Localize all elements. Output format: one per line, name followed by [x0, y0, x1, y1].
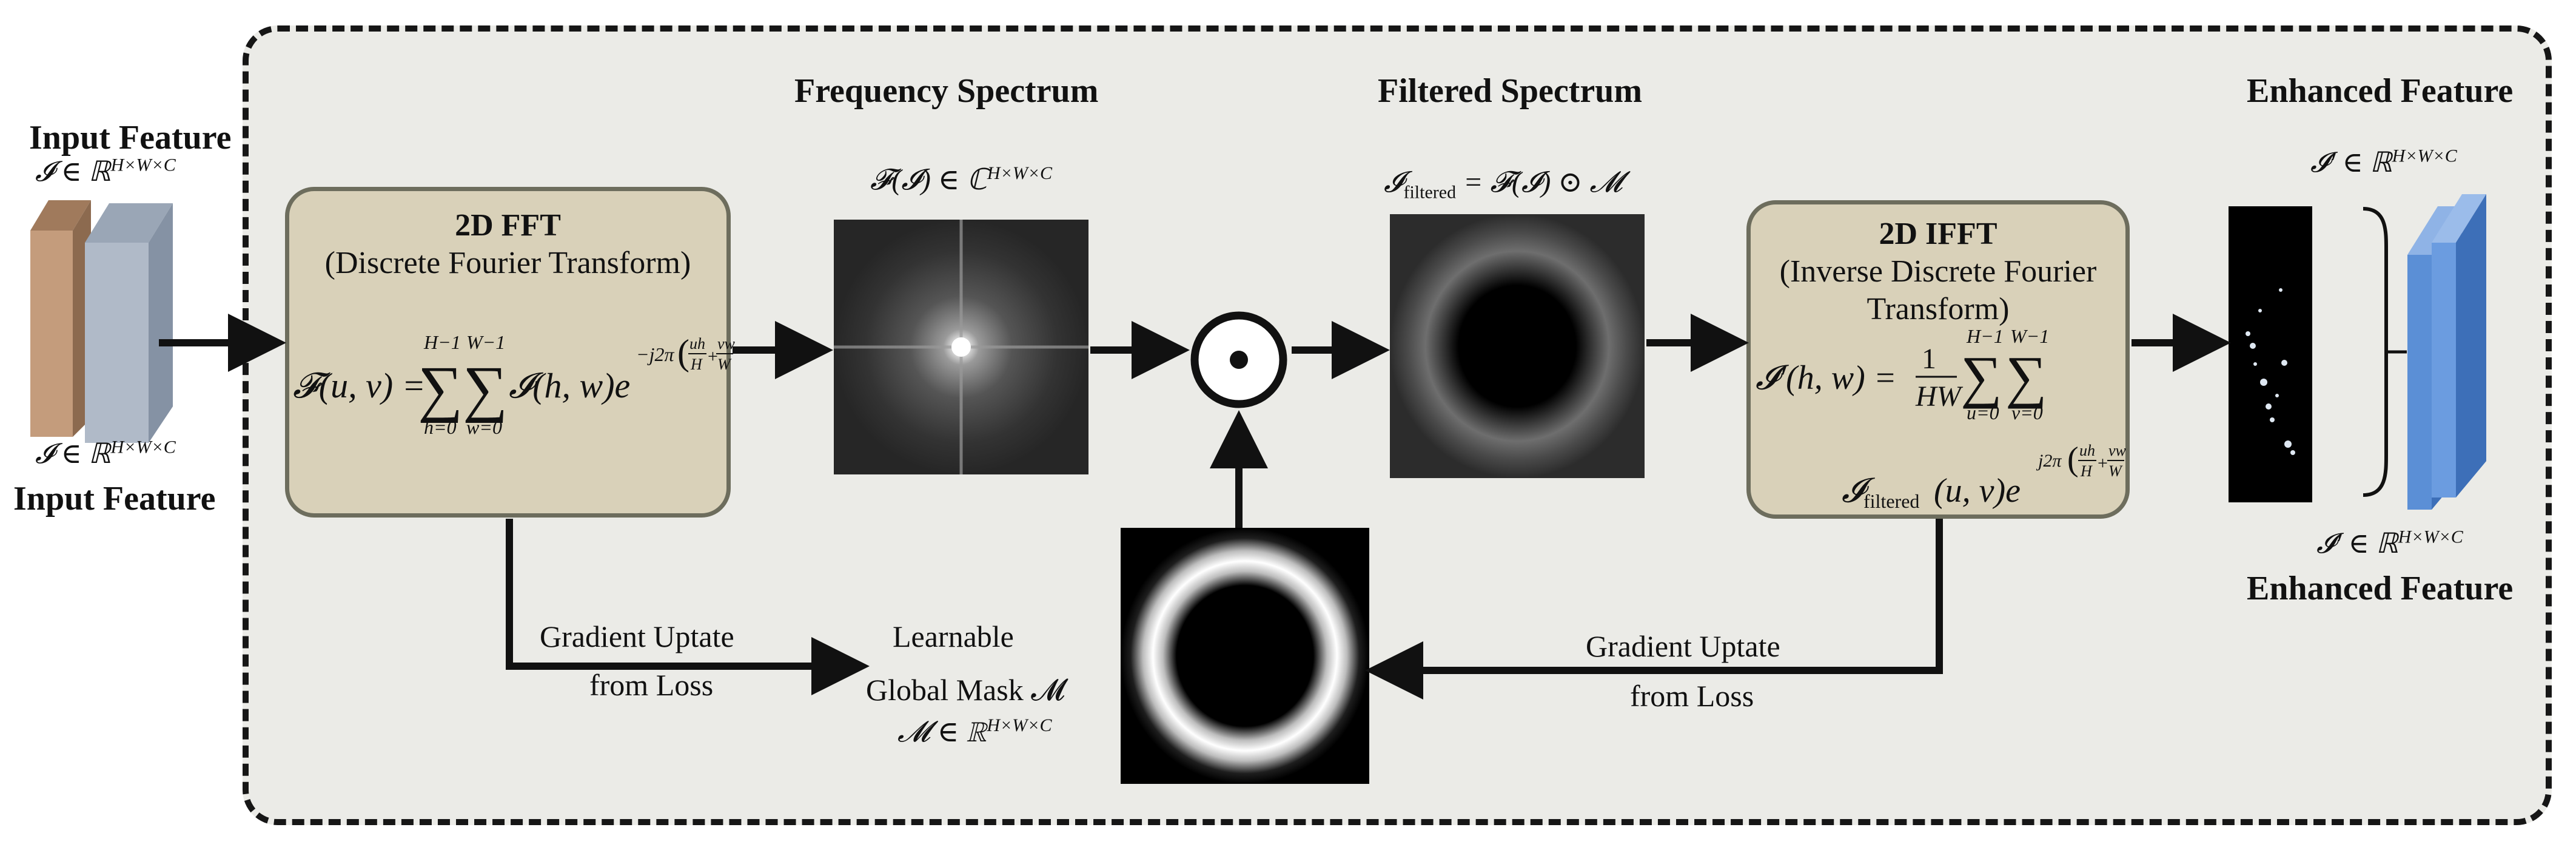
gradient-left-line1: Gradient Uptate	[540, 619, 734, 653]
svg-text:v=0: v=0	[2011, 402, 2043, 423]
svg-text:W: W	[717, 356, 732, 373]
svg-text:h=0: h=0	[424, 416, 457, 438]
gradient-right-line1: Gradient Uptate	[1586, 629, 1780, 663]
output-title-bottom: Enhanced Feature	[2247, 570, 2514, 607]
arrow-fft-gradient	[506, 519, 870, 695]
svg-text:uh: uh	[2079, 442, 2095, 459]
svg-text:vw: vw	[2108, 442, 2127, 459]
svg-text:𝓘′(h, w) =: 𝓘′(h, w) =	[1756, 359, 1897, 397]
svg-text:𝓘(h, w)e: 𝓘(h, w)e	[509, 366, 630, 405]
output-formula-bottom: 𝓘′ ∈ ℝH×W×C	[2316, 527, 2463, 559]
mask-label-line1: Learnable	[893, 619, 1014, 653]
svg-text:H−1: H−1	[423, 331, 461, 353]
hadamard-product-operator	[1190, 311, 1287, 408]
fft-title: 2D FFT	[455, 208, 561, 243]
output-bracket	[2363, 207, 2407, 497]
input-formula-bottom: 𝓘 ∈ ℝH×W×C	[35, 437, 176, 470]
fft-formula: 𝓕(u, v) = H−1 ∑ h=0 W−1 ∑ w=0 𝓘(h, w)e −…	[293, 331, 735, 438]
filtered-title: Filtered Spectrum	[1378, 72, 1642, 110]
fft-subtitle: (Discrete Fourier Transform)	[324, 246, 691, 280]
svg-text:∑: ∑	[463, 354, 508, 423]
input-formula-top: 𝓘 ∈ ℝH×W×C	[35, 155, 176, 187]
svg-text:H−1: H−1	[1966, 326, 2004, 347]
svg-text:W−1: W−1	[2010, 326, 2049, 347]
ifft-box: 2D IFFT (Inverse Discrete Fourier Transf…	[1746, 200, 2130, 519]
filtered-spectrum-image	[1390, 214, 1645, 478]
gradient-right-line2: from Loss	[1630, 679, 1754, 713]
svg-text:𝓕(u, v) =: 𝓕(u, v) =	[293, 366, 426, 405]
svg-text:HW: HW	[1915, 380, 1964, 413]
svg-text:w=0: w=0	[466, 416, 502, 438]
svg-text:W: W	[2108, 462, 2123, 480]
enhanced-feature-image	[2229, 206, 2312, 502]
ifft-formula: 𝓘′(h, w) = 1 HW H−1 ∑ u=0 W−1 ∑ v=0 𝓘 fi…	[1756, 326, 2127, 512]
spectrum-title: Frequency Spectrum	[794, 72, 1099, 110]
svg-text:u=0: u=0	[1967, 402, 1999, 423]
spectrum-formula: 𝓕(𝓘) ∈ ℂH×W×C	[870, 163, 1053, 197]
svg-text:+: +	[2098, 453, 2108, 473]
learnable-mask-image	[1121, 528, 1369, 784]
mask-formula: 𝓜 ∈ ℝH×W×C	[897, 715, 1052, 748]
input-title-top: Input Feature	[29, 119, 232, 157]
ifft-title: 2D IFFT	[1879, 217, 1997, 251]
svg-text:∑: ∑	[1961, 344, 2002, 409]
output-title-top: Enhanced Feature	[2247, 72, 2514, 110]
svg-text:(: (	[2067, 440, 2079, 478]
arrow-ifft-gradient	[1365, 519, 1943, 700]
svg-text:vw: vw	[717, 335, 735, 352]
mask-label-line2: Global Mask 𝓜	[866, 673, 1065, 707]
input-title-bottom: Input Feature	[13, 480, 216, 518]
svg-text:(: (	[677, 332, 689, 373]
svg-text:W−1: W−1	[466, 331, 505, 353]
frequency-spectrum-image	[834, 220, 1088, 474]
output-formula-top: 𝓘′ ∈ ℝH×W×C	[2310, 146, 2457, 178]
fft-box: 2D FFT (Discrete Fourier Transform) 𝓕(u,…	[285, 187, 735, 518]
enhanced-feature-cube	[2407, 194, 2486, 510]
svg-text:∑: ∑	[418, 354, 463, 423]
svg-text:filtered: filtered	[1863, 490, 1919, 512]
svg-text:H: H	[2080, 462, 2093, 480]
svg-text:H: H	[690, 356, 703, 373]
svg-text:(u, v)e: (u, v)e	[1934, 472, 2021, 510]
input-feature-cube	[30, 200, 173, 443]
svg-text:−j2π: −j2π	[636, 343, 674, 365]
filtered-formula: 𝓘filtered = 𝓕(𝓘) ⊙ 𝓜	[1384, 165, 1623, 203]
svg-text:1: 1	[1922, 343, 1936, 375]
svg-text:j2π: j2π	[2036, 451, 2062, 471]
svg-text:+: +	[708, 346, 718, 366]
gradient-left-line2: from Loss	[589, 668, 714, 702]
svg-text:∑: ∑	[2005, 344, 2047, 409]
ifft-subtitle: (Inverse Discrete Fourier Transform)	[1779, 254, 2097, 326]
svg-text:uh: uh	[689, 335, 705, 352]
